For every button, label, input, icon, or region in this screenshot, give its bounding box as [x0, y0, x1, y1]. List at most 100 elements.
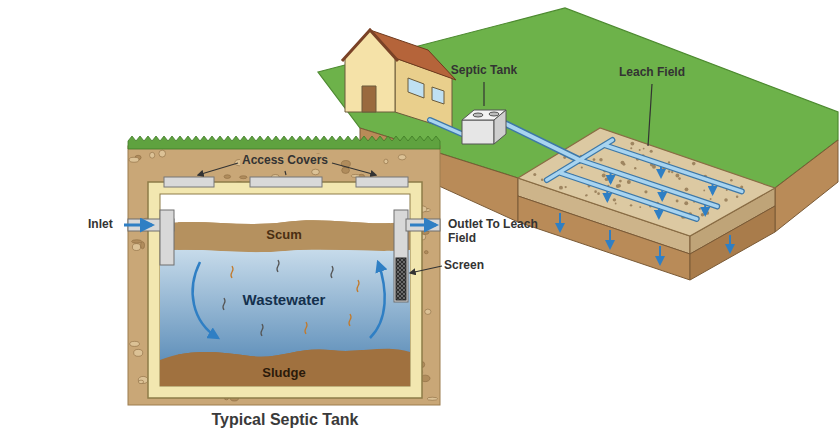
access-cover [356, 177, 408, 187]
soil-pebbles [129, 150, 438, 401]
seepage-arrow [609, 230, 611, 248]
soil-pebble [224, 175, 231, 179]
callout-label: Outlet To Leach Field [448, 218, 538, 246]
grass [128, 136, 440, 149]
leach-bed [518, 128, 775, 236]
gravel-dot [565, 186, 567, 188]
gravel-dot [684, 201, 688, 205]
gravel-dot [602, 173, 606, 177]
gravel-dot [668, 170, 670, 172]
tank-wall [148, 182, 422, 398]
outlet-pipe [406, 219, 440, 231]
layer-label: Wastewater [243, 291, 326, 308]
gravel-dot [634, 167, 636, 169]
gravel-dot [678, 177, 681, 180]
gravel-dot [730, 179, 733, 182]
soil-pebble [384, 159, 388, 164]
gravel-dot [701, 213, 704, 216]
gravel-dot [639, 149, 641, 151]
soil-pebble [129, 157, 139, 162]
leader-line [332, 163, 376, 175]
soil-pebble [312, 169, 320, 175]
flow-arrow [410, 224, 436, 227]
grass-strip [128, 136, 440, 149]
access-cover [164, 177, 214, 187]
access-cover [250, 177, 322, 187]
figure-caption: Typical Septic Tank [211, 411, 358, 429]
soil-pebble [132, 240, 142, 243]
soil-pebble [138, 380, 143, 384]
tank-cap [489, 112, 499, 116]
seepage-arrows [560, 167, 730, 264]
water-fill [160, 248, 410, 386]
suspended-particle [277, 260, 279, 272]
gravel-dot [533, 173, 536, 176]
gravel-dot [650, 150, 653, 153]
gravel-dot [594, 190, 597, 193]
soil-pebble [138, 376, 148, 383]
gravel-dot [630, 142, 634, 146]
gravel-dot [676, 200, 679, 203]
gravel-dot [724, 198, 728, 202]
soil-pebble [134, 349, 143, 356]
gravel-dot [586, 194, 588, 196]
tank-interior [160, 194, 410, 386]
roof-trim [342, 30, 398, 61]
house-drain-pipe [430, 120, 462, 134]
leader-line [483, 82, 484, 106]
flow-arrow [370, 262, 385, 338]
soil-section [128, 146, 440, 405]
seepage-arrow [559, 213, 561, 231]
gravel-dot [692, 162, 696, 166]
soil-pebble [130, 341, 140, 346]
suspended-particle [223, 298, 225, 310]
gravel-dot [685, 187, 689, 191]
scum-layer: Scum [178, 216, 390, 254]
leader-line [285, 171, 286, 175]
soil-pebble [427, 397, 438, 400]
gravel-dot [644, 190, 647, 193]
soil-pebble [150, 152, 155, 158]
inlet-tee [160, 210, 174, 265]
gravel-dot [599, 158, 602, 161]
seepage-arrow [661, 190, 663, 200]
house-window [432, 87, 444, 104]
suspended-particle [305, 322, 307, 334]
screen-filter [396, 258, 406, 300]
soil-pebble [425, 309, 431, 314]
soil-pebble [424, 251, 428, 254]
flow-arrow [193, 262, 218, 338]
tank-cap [473, 113, 483, 117]
soil-pebble [240, 176, 247, 179]
gravel-dot [643, 148, 645, 150]
pipe-outline [547, 140, 742, 219]
leader-line [198, 163, 238, 175]
band-fill [178, 220, 390, 252]
callout-label: Inlet [88, 218, 113, 232]
tank-front [462, 120, 494, 144]
callout-label: Screen [444, 259, 484, 273]
seepage-arrow [659, 246, 661, 264]
suspended-particle [261, 324, 263, 336]
gravel-dot [541, 179, 544, 182]
gravel-dot [559, 186, 563, 190]
callout-label: Leach Field [619, 66, 685, 80]
suspended-particle [331, 266, 333, 278]
gravel-dot [597, 192, 600, 195]
gravel-dot [668, 161, 670, 163]
gravel-dot [652, 165, 656, 169]
soil-pebble [398, 155, 406, 160]
soil-face [775, 140, 838, 232]
seepage-arrow [658, 208, 660, 218]
house-roof [370, 30, 456, 80]
suspended-particle [357, 280, 359, 292]
callout-label: Access Covers [240, 154, 330, 168]
sludge-layer: Sludge [178, 342, 390, 386]
house-door [362, 86, 376, 112]
gravel-dot [605, 177, 609, 181]
pipe [547, 140, 742, 219]
callout-label: Septic Tank [451, 64, 517, 78]
gravel-dot [613, 198, 616, 201]
